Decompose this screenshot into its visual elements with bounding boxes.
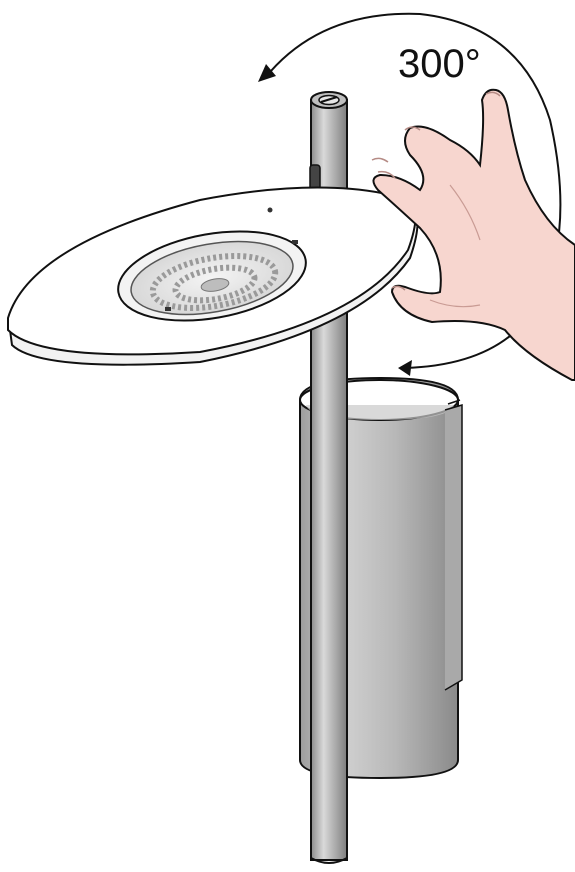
lamp-head xyxy=(8,188,418,365)
rotation-angle-label: 300° xyxy=(398,44,481,84)
